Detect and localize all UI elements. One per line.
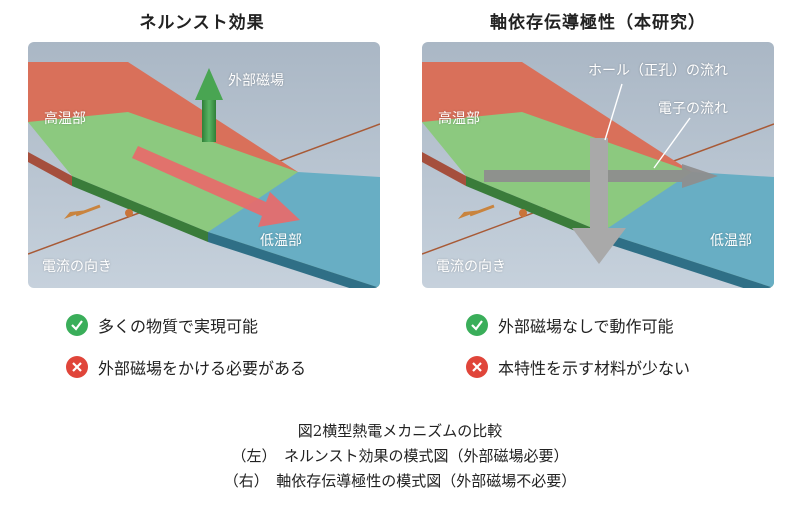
right-pros-text: 外部磁場なしで動作可能	[498, 317, 674, 336]
electron-flow-label: 電子の流れ	[658, 101, 728, 117]
left-cons-item: 外部磁場をかける必要がある	[66, 355, 306, 379]
hole-flow-label: ホール（正孔）の流れ	[588, 63, 728, 79]
nernst-illustration: 高温部 低温部 外部磁場 電流の向き	[28, 42, 380, 288]
hot-region-label: 高温部	[44, 111, 86, 127]
left-pros-item: 多くの物質で実現可能	[66, 313, 258, 337]
current-direction-label: 電流の向き	[436, 259, 506, 275]
hot-region-label: 高温部	[438, 111, 480, 127]
right-cons-text: 本特性を示す材料が少ない	[498, 359, 691, 378]
cold-region-label: 低温部	[710, 233, 752, 249]
cross-circle-icon	[466, 356, 488, 378]
cross-circle-icon	[66, 356, 88, 378]
cold-region-label: 低温部	[260, 233, 302, 249]
figure-caption-left: （左） ネルンスト効果の模式図（外部磁場必要）	[231, 447, 569, 465]
right-panel-title: 軸依存伝導極性（本研究）	[490, 13, 706, 33]
figure-caption-title: 図2横型熱電メカニズムの比較	[297, 422, 503, 440]
check-circle-icon	[466, 314, 488, 336]
right-cons-item: 本特性を示す材料が少ない	[466, 355, 690, 379]
external-field-label: 外部磁場	[228, 73, 284, 89]
left-cons-text: 外部磁場をかける必要がある	[98, 359, 307, 378]
figure-caption-right: （右） 軸依存伝導極性の模式図（外部磁場不必要）	[223, 472, 577, 490]
right-pros-item: 外部磁場なしで動作可能	[466, 313, 674, 337]
left-pros-text: 多くの物質で実現可能	[98, 317, 259, 336]
axis-dependent-polarity-illustration: 高温部 低温部 ホール（正孔）の流れ 電子の流れ 電流の向き	[422, 42, 774, 288]
check-circle-icon	[66, 314, 88, 336]
current-direction-label: 電流の向き	[42, 259, 112, 275]
left-panel-title: ネルンスト効果	[139, 13, 265, 33]
